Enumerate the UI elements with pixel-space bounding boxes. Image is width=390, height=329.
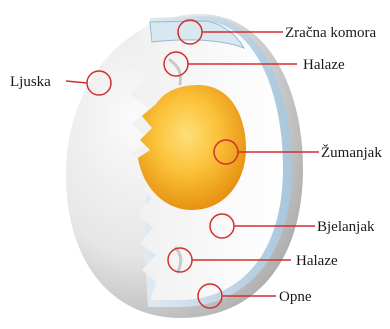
label-membranes: Opne — [279, 289, 312, 305]
label-yolk: Žumanjak — [321, 144, 382, 161]
label-albumen: Bjelanjak — [317, 219, 375, 235]
label-air-cell: Zračna komora — [285, 25, 377, 41]
label-chalaza-bottom: Halaze — [296, 253, 338, 269]
label-chalaza-top: Halaze — [303, 57, 345, 73]
leader-shell — [66, 81, 87, 83]
label-shell: Ljuska — [10, 74, 51, 90]
